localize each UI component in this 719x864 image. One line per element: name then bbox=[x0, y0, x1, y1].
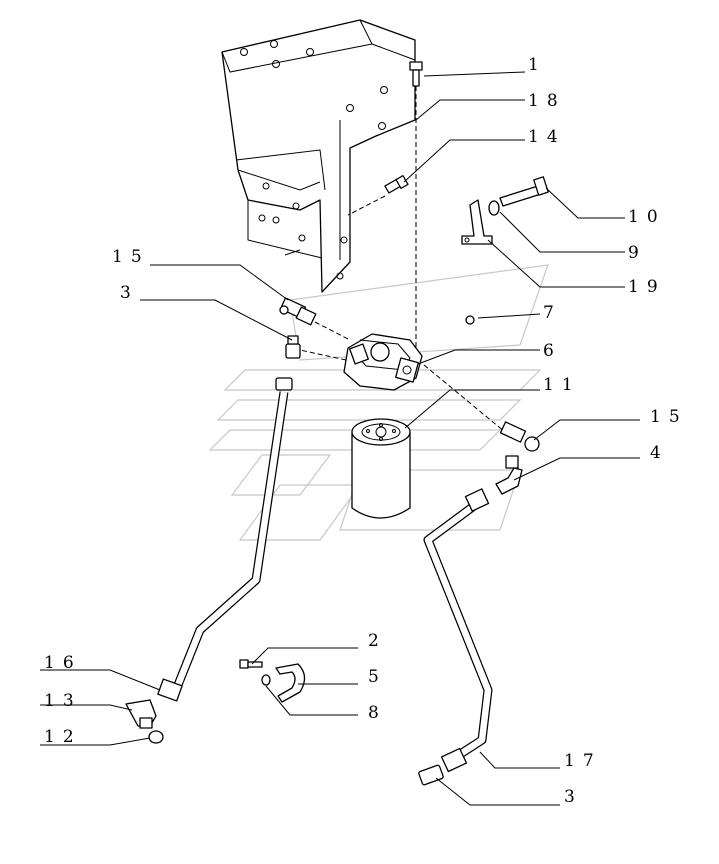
callout-label: 12 bbox=[44, 727, 82, 747]
callout-label: 8 bbox=[368, 703, 387, 723]
filter-head bbox=[343, 333, 423, 391]
callout-label: 3 bbox=[564, 787, 583, 807]
callout-label: 15 bbox=[112, 247, 150, 267]
callout-label: 14 bbox=[528, 127, 566, 147]
callout-label: 18 bbox=[528, 91, 566, 111]
callout-label: 15 bbox=[650, 407, 688, 427]
callout-label: 10 bbox=[628, 207, 666, 227]
callout-label: 3 bbox=[120, 283, 139, 303]
tee-fitting bbox=[279, 297, 317, 326]
callout-label: 5 bbox=[368, 667, 387, 687]
callout-labels: 1 18 14 10 9 19 15 3 7 6 11 15 4 2 5 8 1… bbox=[44, 55, 688, 807]
callout-label: 13 bbox=[44, 691, 82, 711]
callout-label: 4 bbox=[650, 443, 669, 463]
filter-cartridge bbox=[351, 418, 411, 519]
fuel-pipe-left bbox=[157, 377, 293, 702]
union-fitting bbox=[418, 764, 444, 786]
tee-fitting bbox=[499, 421, 540, 452]
long-bolt bbox=[499, 176, 549, 207]
callout-label: 7 bbox=[543, 303, 562, 323]
callout-label: 17 bbox=[564, 751, 602, 771]
callout-label: 1 bbox=[528, 55, 547, 75]
elbow-fitting bbox=[125, 699, 157, 729]
screw bbox=[384, 175, 409, 194]
callout-label: 9 bbox=[628, 243, 647, 263]
washer bbox=[488, 200, 500, 216]
union-fitting bbox=[285, 335, 301, 359]
leader-lines bbox=[40, 71, 640, 806]
o-ring bbox=[148, 730, 164, 744]
callout-label: 2 bbox=[368, 631, 387, 651]
fuel-pipe-right bbox=[423, 488, 493, 773]
callout-label: 16 bbox=[44, 653, 82, 673]
pipe-clamp bbox=[275, 663, 306, 703]
nut bbox=[465, 315, 475, 325]
elbow-fitting bbox=[495, 455, 523, 495]
callout-label: 11 bbox=[543, 375, 581, 395]
clamp-bolt bbox=[239, 659, 263, 669]
mounting-bracket bbox=[221, 19, 416, 293]
small-bracket bbox=[461, 199, 493, 245]
callout-label: 19 bbox=[628, 277, 666, 297]
washer bbox=[261, 674, 271, 686]
callout-label: 6 bbox=[543, 341, 562, 361]
